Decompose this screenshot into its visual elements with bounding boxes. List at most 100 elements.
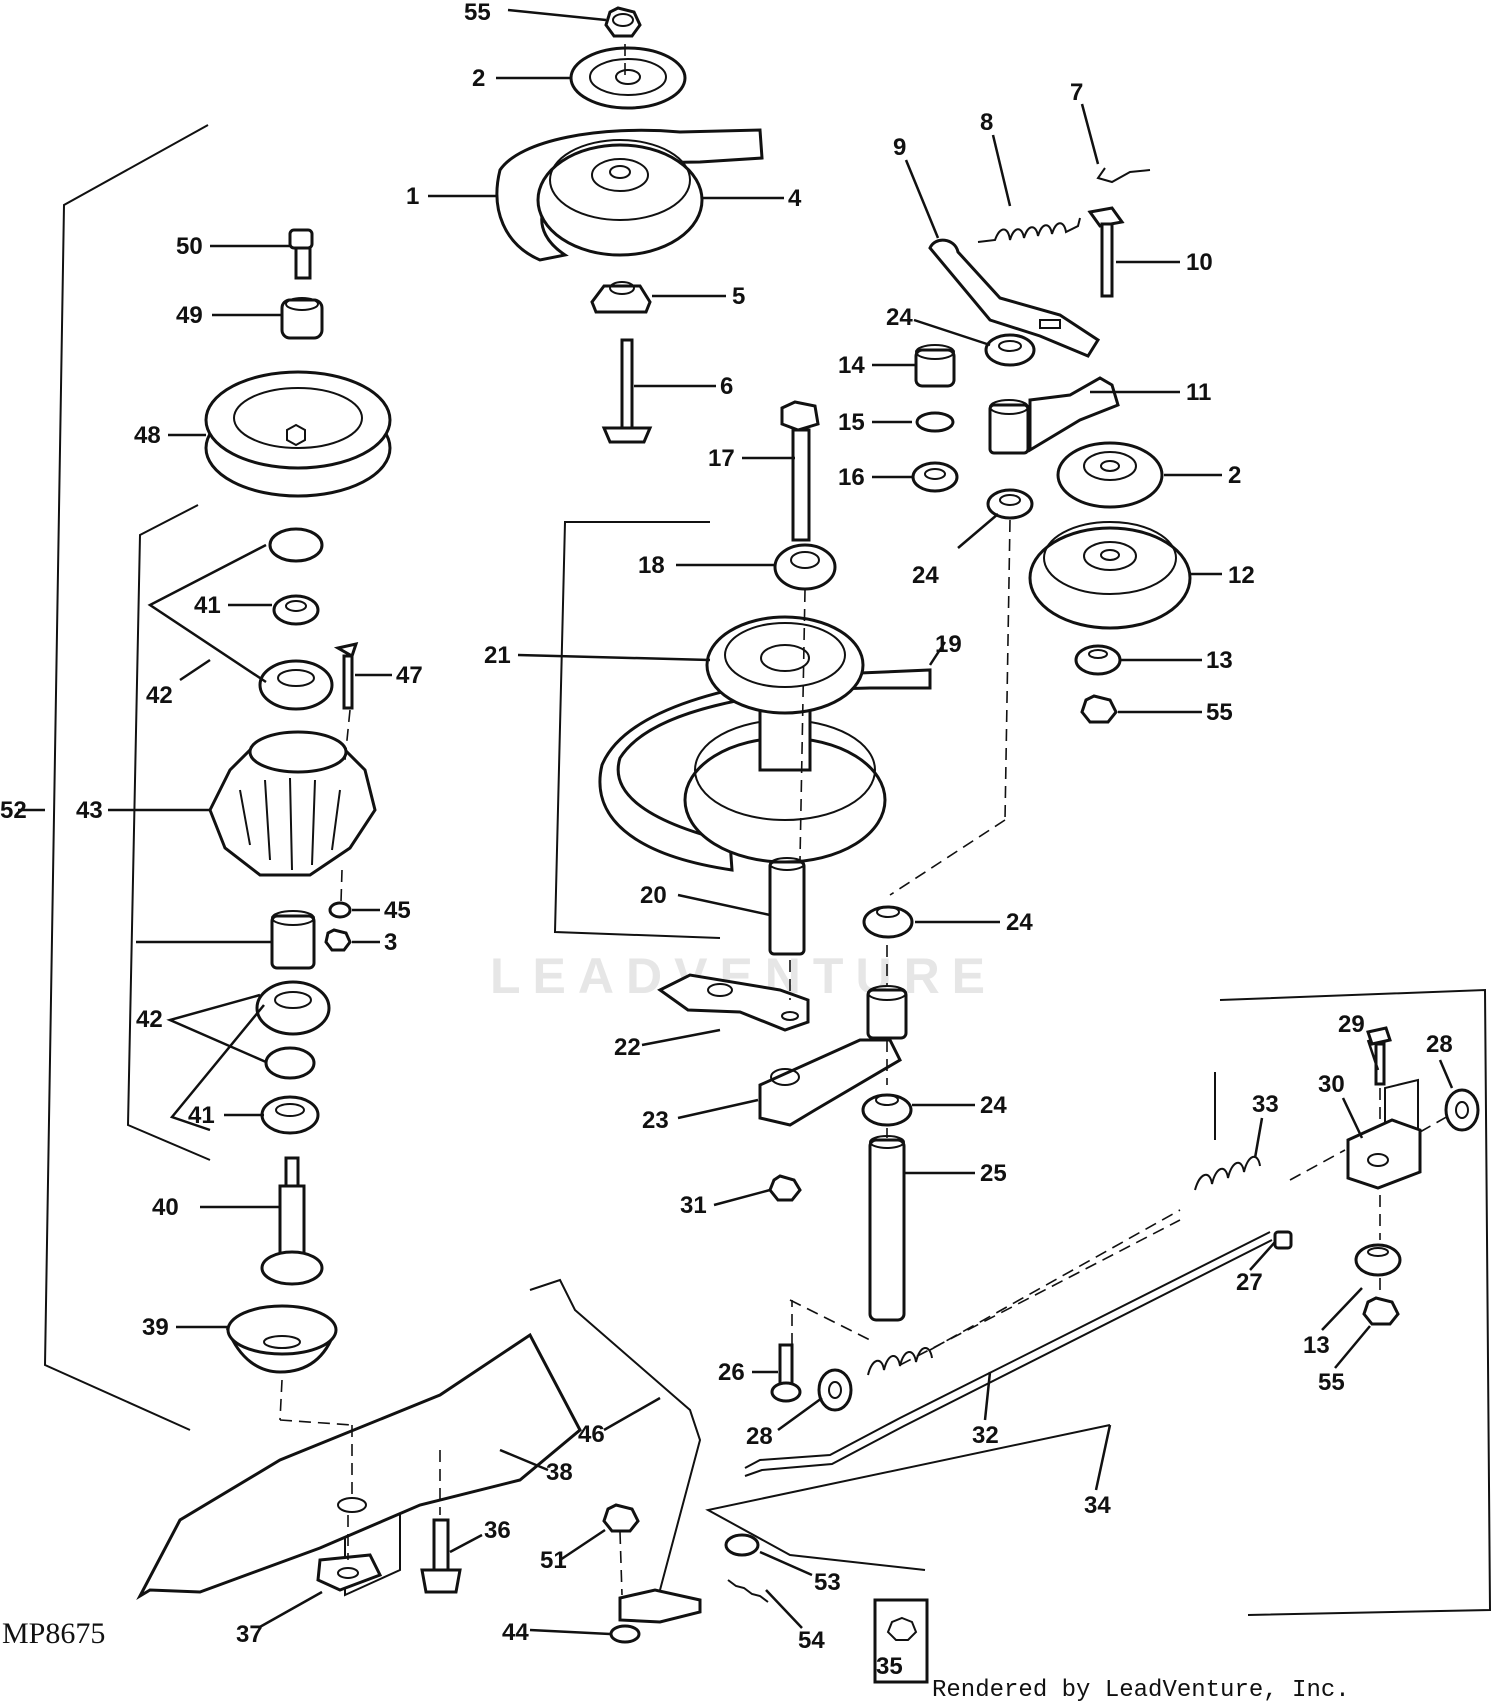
part-39-cup [225,1304,338,1374]
part-24-bushing-d [861,1093,913,1127]
part-12-idler-pulley [1028,521,1192,630]
part-19-belt [598,668,932,872]
callout-50: 50 [176,233,203,260]
part-18-bearing [773,543,837,591]
callout-55-top: 55 [464,0,491,26]
callout-33: 33 [1252,1091,1279,1118]
part-40-spindle-shaft [260,1156,324,1286]
callout-30: 30 [1318,1071,1345,1098]
part-5-hub [590,281,652,314]
part-14-spacer [914,344,956,388]
part-24-bushing-a [984,333,1036,367]
callout-24-b: 24 [912,562,939,589]
bracket-lines [43,124,1492,1616]
callout-16: 16 [838,464,865,491]
callout-32: 32 [972,1422,999,1449]
callout-11: 11 [1186,379,1211,406]
part-7-clip [1096,167,1151,184]
part-43-spindle-housing [208,730,377,877]
part-46-rod [529,1278,702,1591]
callout-23: 23 [642,1107,669,1134]
part-spring-lower [867,1347,933,1376]
part-8-spring [977,217,1081,243]
part-28-washer-lower [817,1368,853,1412]
callout-2-top: 2 [472,65,485,92]
callout-54: 54 [798,1627,825,1654]
part-33-spring [1194,1156,1261,1191]
callout-55-lower: 55 [1318,1369,1345,1396]
callout-14: 14 [838,352,865,379]
callout-42-upper: 42 [146,682,173,709]
part-41-bearing-upper [268,527,324,626]
part-51-nut [602,1503,640,1533]
callout-28-lower: 28 [746,1423,773,1450]
part-13-hub-right [1074,644,1122,676]
callout-27: 27 [1236,1269,1263,1296]
callout-45: 45 [384,897,411,924]
callout-13-right: 13 [1206,647,1233,674]
part-10-carriage-bolt [1087,206,1125,298]
part-17-bolt [780,400,820,542]
callout-46: 46 [578,1421,605,1448]
part-29-bolt [1366,1026,1392,1086]
callout-28-right: 28 [1426,1031,1453,1058]
callout-4: 4 [788,185,802,212]
credit-text: Rendered by LeadVenture, Inc. [932,1677,1350,1703]
callout-1: 1 [406,183,419,210]
part-45-washer [328,901,352,919]
callout-2-right: 2 [1228,462,1241,489]
part-9-idler-arm [928,238,1101,358]
part-25-pivot-shaft [868,1135,906,1322]
callout-42-lower: 42 [136,1006,163,1033]
part-44-washer [609,1624,641,1644]
part-36-bolt [420,1518,462,1594]
callout-34: 34 [1084,1492,1111,1519]
callout-17: 17 [708,445,735,472]
callout-15: 15 [838,409,865,436]
part-11-idler-bracket [988,376,1120,455]
callout-24-a: 24 [886,304,913,331]
part-23-arm [758,985,908,1127]
part-54-spring [727,1579,769,1603]
callout-36: 36 [484,1517,511,1544]
part-4-drive-pulley [536,139,704,257]
part-55-nut-top [604,6,642,38]
part-26-bolt [770,1343,802,1403]
callout-47: 47 [396,662,423,689]
part-42-seal-upper [258,659,334,711]
part-24-bushing-c [862,905,914,939]
callout-39: 39 [142,1314,169,1341]
callout-24-d: 24 [980,1092,1007,1119]
part-15-washer [915,411,955,433]
part-48-spindle-pulley [204,370,392,498]
callout-6: 6 [720,373,733,400]
part-22-plate [657,973,810,1032]
callout-5: 5 [732,283,745,310]
callout-53: 53 [814,1569,841,1596]
part-30-bracket [1346,1078,1422,1190]
part-49-nut [280,297,324,340]
alignment-lines [279,40,1451,1596]
callout-29: 29 [1338,1011,1365,1038]
part-55-nut-right [1080,694,1118,724]
callout-52: 52 [0,797,27,824]
callout-21: 21 [484,642,511,669]
leader-lines [18,8,1454,1636]
part-3-nut [324,928,352,952]
callout-22: 22 [614,1034,641,1061]
callout-37: 37 [236,1621,263,1648]
callout-20: 20 [640,882,667,909]
part-21-double-pulley [683,615,887,864]
callout-13-lower: 13 [1303,1332,1330,1359]
callout-labels: 55 2 1 4 5 6 7 8 9 10 24 11 14 15 16 17 … [0,0,1453,1680]
part-55-nut-lower [1362,1296,1400,1326]
part-50-fitting [288,228,314,280]
part-53-washer [724,1533,760,1557]
part-37-washer [316,1553,383,1592]
part-13-hub-lower [1354,1243,1402,1277]
callout-38: 38 [546,1459,573,1486]
part-24-bushing-b [986,488,1034,520]
callout-44: 44 [502,1619,529,1646]
part-47-bolt [333,641,359,710]
callout-25: 25 [980,1160,1007,1187]
